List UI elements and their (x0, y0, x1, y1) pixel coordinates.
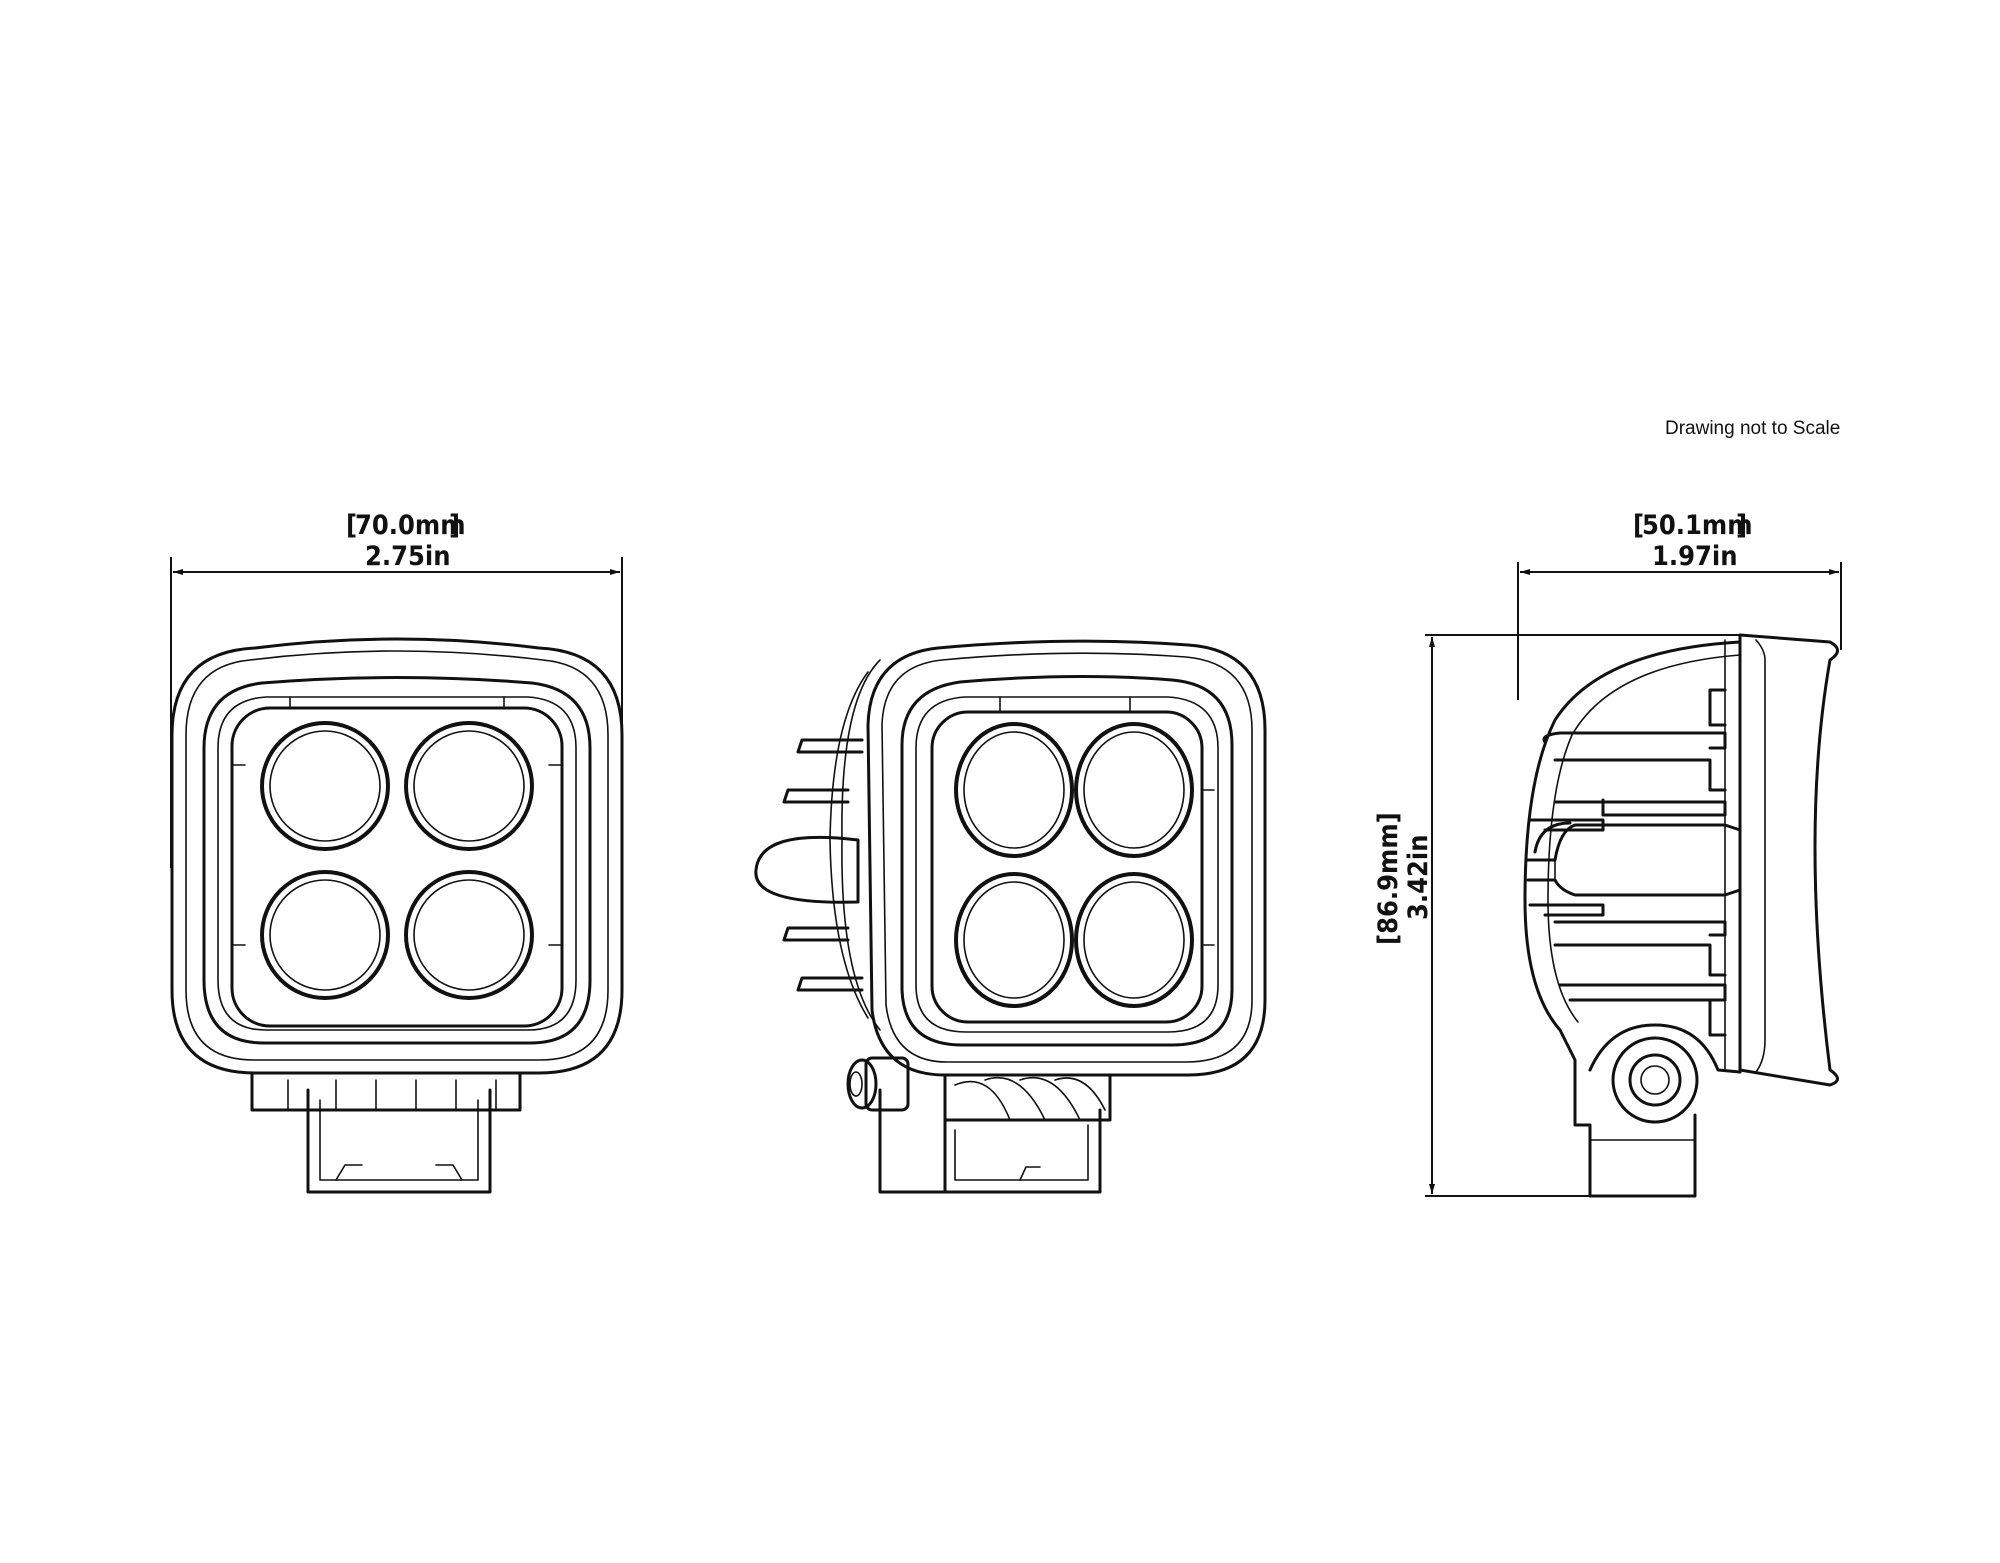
side-depth-mm: 50.1mm (1642, 510, 1753, 541)
angled-housing-outline (866, 639, 1267, 1077)
side-depth-bracket-close: ] (1736, 510, 1747, 541)
front-lens-top-right (404, 721, 534, 851)
side-depth-inches: 1.97in (1652, 541, 1738, 572)
front-width-dimension: [ 70.0mm ] 2.75in (170, 510, 623, 868)
side-view: [ 50.1mm ] 1.97in [86.9mm] 3.42in (1373, 510, 1842, 1198)
front-width-inches: 2.75in (365, 541, 451, 572)
front-width-mm: 70.0mm (355, 510, 466, 541)
angled-lens-top-left (954, 722, 1074, 858)
angled-view (754, 639, 1267, 1194)
front-width-bracket-close: ] (449, 510, 460, 541)
side-depth-dimension: [ 50.1mm ] 1.97in (1517, 510, 1842, 700)
angled-cooling-fins (754, 659, 881, 1031)
front-width-bracket-open: [ (346, 510, 357, 541)
side-face-plate (1738, 633, 1839, 1087)
side-height-mm: [86.9mm] (1373, 812, 1404, 945)
side-cooling-fins (1526, 688, 1742, 1037)
front-lens-bottom-right (404, 870, 534, 1000)
angled-lens-bottom-left (954, 872, 1074, 1008)
side-mount-foot (1588, 1023, 1742, 1198)
scale-note: Drawing not to Scale (1665, 418, 1840, 439)
side-housing-outline (1523, 640, 1742, 1127)
side-depth-bracket-open: [ (1633, 510, 1644, 541)
front-view: [ 70.0mm ] 2.75in (170, 510, 624, 1194)
side-height-inches: 3.42in (1403, 834, 1434, 920)
front-mount-bracket (250, 1071, 522, 1194)
angled-mount-bolt (846, 1056, 910, 1112)
angled-mount-bracket (878, 1073, 1112, 1194)
front-lens-top-left (260, 721, 390, 851)
side-height-dimension: [86.9mm] 3.42in (1373, 634, 1745, 1197)
front-lens-bottom-left (260, 870, 390, 1000)
front-housing-outline (170, 637, 624, 1075)
angled-lens-bottom-right (1074, 872, 1194, 1008)
angled-lens-top-right (1074, 722, 1194, 858)
